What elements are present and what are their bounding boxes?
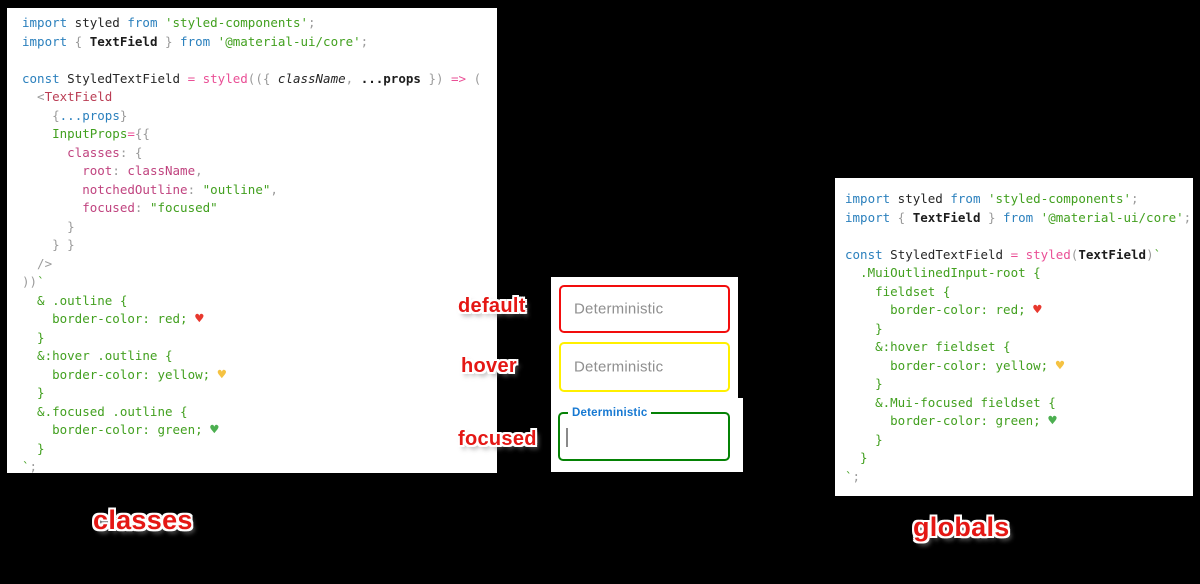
code-line: } xyxy=(845,376,883,391)
code-line: &.focused .outline { xyxy=(22,403,188,419)
code-line: &:hover fieldset { xyxy=(845,339,1011,354)
code-line: const StyledTextField = styled(({ classN… xyxy=(22,70,482,86)
label-hover: hover xyxy=(461,355,517,377)
code-line: border-color: red; ♥ xyxy=(845,302,1042,318)
code-line: import { TextField } from '@material-ui/… xyxy=(22,33,369,49)
code-line: {...props} xyxy=(22,107,128,123)
code-line: border-color: green; ♥ xyxy=(845,413,1057,429)
code-line: } xyxy=(22,218,75,234)
textfield-focused[interactable]: Deterministic xyxy=(558,405,730,461)
textfield-default[interactable]: Deterministic xyxy=(559,285,730,333)
code-line xyxy=(22,51,497,70)
code-line: &:hover .outline { xyxy=(22,348,173,363)
code-line: } xyxy=(22,385,45,400)
code-line: const StyledTextField = styled(TextField… xyxy=(845,246,1162,262)
code-line: } xyxy=(845,450,868,465)
code-line: notchedOutline: "outline", xyxy=(22,181,278,197)
classes-code-block: import styled from 'styled-components'; i… xyxy=(7,8,497,474)
code-line: } xyxy=(22,440,45,456)
code-line: import { TextField } from '@material-ui/… xyxy=(845,209,1192,225)
globals-code-block: import styled from 'styled-components'; i… xyxy=(835,178,1193,496)
code-line: fieldset { xyxy=(845,283,951,299)
code-line: `; xyxy=(22,459,38,474)
code-line: &.Mui-focused fieldset { xyxy=(845,394,1056,410)
label-globals: globals xyxy=(913,512,1010,542)
code-line: border-color: yellow; ♥ xyxy=(845,357,1065,374)
textfield-hover[interactable]: Deterministic xyxy=(559,342,730,392)
placeholder-text: Deterministic xyxy=(574,358,664,376)
text-cursor xyxy=(566,428,568,447)
code-line: focused: "focused" xyxy=(22,200,218,215)
code-line: /> xyxy=(22,255,53,271)
code-line: InputProps={{ xyxy=(22,126,150,141)
placeholder-text: Deterministic xyxy=(574,300,664,318)
label-default: default xyxy=(458,295,526,317)
code-line: } xyxy=(22,329,45,345)
code-line: classes: { xyxy=(22,144,143,160)
code-line: <TextField xyxy=(22,89,113,104)
code-line: } } xyxy=(22,237,75,252)
code-line: border-color: green; ♥ xyxy=(22,422,219,438)
code-line: import styled from 'styled-components'; xyxy=(22,15,316,30)
code-line: border-color: yellow; ♥ xyxy=(22,366,227,383)
label-focused: focused xyxy=(458,428,537,450)
code-line: `; xyxy=(845,468,861,484)
code-line: } xyxy=(845,320,883,336)
code-line xyxy=(845,227,1193,246)
code-line: border-color: red; ♥ xyxy=(22,311,204,327)
code-line: import styled from 'styled-components'; xyxy=(845,191,1139,206)
label-classes: classes xyxy=(93,505,193,535)
code-line: root: className, xyxy=(22,163,203,178)
code-line: .MuiOutlinedInput-root { xyxy=(845,265,1041,280)
code-line: ))` xyxy=(22,274,45,289)
code-line: & .outline { xyxy=(22,292,128,308)
floating-label: Deterministic xyxy=(568,405,652,421)
code-line: } xyxy=(845,431,883,447)
